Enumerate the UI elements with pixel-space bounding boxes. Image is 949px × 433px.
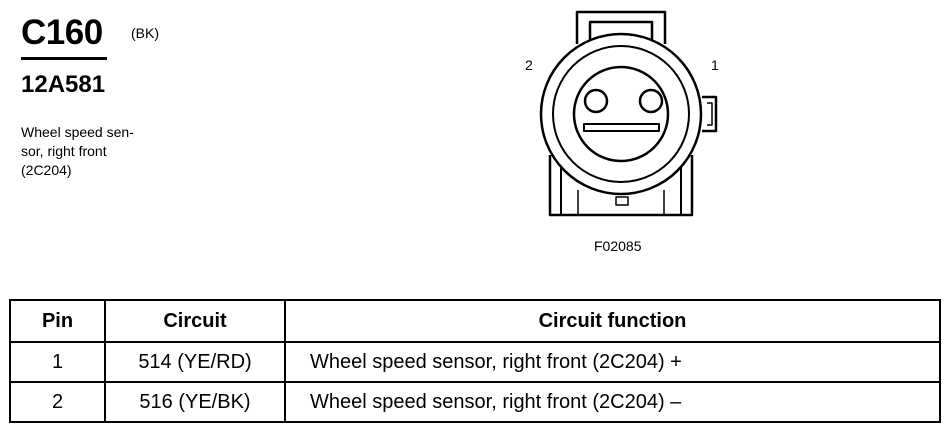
circuit-cell: 516 (YE/BK): [104, 381, 286, 423]
connector-skirt: [548, 155, 694, 217]
description-line: (2C204): [21, 162, 72, 178]
circuit-function-cell: Wheel speed sensor, right front (2C204) …: [284, 381, 941, 423]
pin-1-label: 1: [711, 57, 719, 73]
description-line: Wheel speed sen-: [21, 124, 134, 140]
connector-housing-inner: [588, 20, 654, 44]
polarizing-slot: [583, 123, 660, 132]
connector-description: Wheel speed sen- sor, right front (2C204…: [21, 123, 181, 180]
header-pin: Pin: [9, 299, 106, 343]
pinout-table: Pin Circuit Circuit function 1 514 (YE/R…: [9, 299, 941, 423]
pin-cell: 1: [9, 341, 106, 383]
connector-housing: [575, 10, 667, 44]
part-number: 12A581: [21, 71, 106, 98]
description-line: sor, right front: [21, 143, 107, 159]
pin-2-label: 2: [525, 57, 533, 73]
circuit-function-cell: Wheel speed sensor, right front (2C204) …: [284, 341, 941, 383]
pin-cell: 2: [9, 381, 106, 423]
table-header-row: Pin Circuit Circuit function: [9, 299, 941, 343]
connector-face-diagram: [539, 10, 718, 217]
table-row: 1 514 (YE/RD) Wheel speed sensor, right …: [9, 341, 941, 383]
circuit-cell: 514 (YE/RD): [104, 341, 286, 383]
connector-key-tab: [702, 95, 718, 133]
terminal-cavity-1: [638, 88, 664, 114]
table-row: 2 516 (YE/BK) Wheel speed sensor, right …: [9, 381, 941, 423]
color-code: (BK): [131, 25, 159, 41]
figure-id: F02085: [594, 238, 642, 254]
header-circuit: Circuit: [104, 299, 286, 343]
header-circuit-function: Circuit function: [284, 299, 941, 343]
terminal-cavity-2: [583, 88, 609, 114]
title-underline: [21, 57, 107, 60]
connector-body: [539, 32, 703, 196]
connector-id: C160: [21, 13, 103, 52]
